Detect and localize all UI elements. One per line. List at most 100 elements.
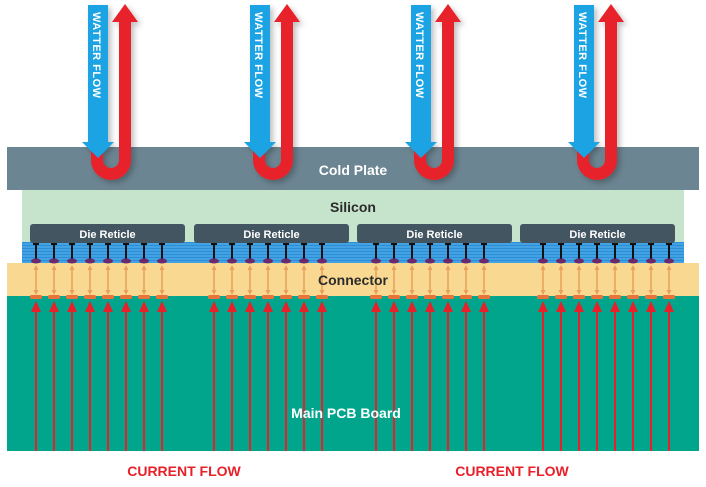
connector-pad xyxy=(406,295,418,299)
current-arrow xyxy=(425,301,435,451)
die-reticle-box xyxy=(520,224,675,243)
micro-bump xyxy=(479,243,489,264)
connector-pad xyxy=(280,295,292,299)
water-loop: WATTER FLOW xyxy=(568,4,624,180)
current-arrow xyxy=(443,301,453,451)
connector-pad xyxy=(30,295,42,299)
micro-bump xyxy=(121,243,131,264)
connector-links xyxy=(30,265,675,299)
micro-bump xyxy=(371,243,381,264)
connector-link xyxy=(627,265,639,299)
current-arrow xyxy=(227,301,237,451)
micro-bump xyxy=(538,243,548,264)
connector-link xyxy=(478,265,490,299)
connector-pad xyxy=(609,295,621,299)
connector-pad xyxy=(298,295,310,299)
connector-pad xyxy=(226,295,238,299)
micro-bump xyxy=(628,243,638,264)
water-in-pipe xyxy=(250,5,270,142)
connector-layer xyxy=(7,263,699,296)
silicon-label: Silicon xyxy=(330,199,376,215)
water-in-arrowhead xyxy=(82,142,114,158)
die-reticle-label: Die Reticle xyxy=(243,229,299,241)
micro-bump xyxy=(556,243,566,264)
current-arrow xyxy=(646,301,656,451)
current-arrow xyxy=(461,301,471,451)
die-reticle-box xyxy=(194,224,349,243)
current-arrow xyxy=(85,301,95,451)
micro-bump xyxy=(461,243,471,264)
current-arrow xyxy=(31,301,41,451)
connector-link xyxy=(226,265,238,299)
die-reticle: Die Reticle xyxy=(357,224,512,243)
connector-pad xyxy=(316,295,328,299)
connector-pad xyxy=(156,295,168,299)
current-arrow xyxy=(121,301,131,451)
water-loop: WATTER FLOW xyxy=(244,4,300,180)
water-out-pipe xyxy=(577,20,617,180)
micro-bump xyxy=(281,243,291,264)
current-arrow xyxy=(245,301,255,451)
interposer-band xyxy=(22,242,684,263)
water-in-arrowhead xyxy=(568,142,600,158)
micro-bump xyxy=(425,243,435,264)
micro-bump xyxy=(209,243,219,264)
micro-bump xyxy=(227,243,237,264)
connector-link xyxy=(316,265,328,299)
water-in-pipe xyxy=(88,5,108,142)
micro-bump xyxy=(139,243,149,264)
micro-bump xyxy=(31,243,41,264)
connector-link xyxy=(244,265,256,299)
connector-pad xyxy=(66,295,78,299)
water-out-arrowhead xyxy=(435,4,461,22)
micro-bump xyxy=(263,243,273,264)
micro-bump xyxy=(574,243,584,264)
connector-link xyxy=(138,265,150,299)
micro-bump xyxy=(646,243,656,264)
connector-link xyxy=(102,265,114,299)
die-reticle-box xyxy=(357,224,512,243)
die-reticle-label: Die Reticle xyxy=(79,229,135,241)
current-arrow xyxy=(49,301,59,451)
connector-pad xyxy=(627,295,639,299)
micro-bump xyxy=(299,243,309,264)
current-arrow xyxy=(538,301,548,451)
current-arrow xyxy=(389,301,399,451)
water-in-pipe xyxy=(411,5,431,142)
micro-bump xyxy=(389,243,399,264)
connector-link xyxy=(262,265,274,299)
current-arrow xyxy=(664,301,674,451)
water-flow-label: WATTER FLOW xyxy=(576,12,588,99)
connector-pad xyxy=(48,295,60,299)
current-flow-label-right: CURRENT FLOW xyxy=(455,463,569,479)
connector-pad xyxy=(120,295,132,299)
current-arrow xyxy=(209,301,219,451)
connector-pad xyxy=(388,295,400,299)
connector-link xyxy=(208,265,220,299)
connector-pad xyxy=(84,295,96,299)
connector-pad xyxy=(262,295,274,299)
water-out-pipe xyxy=(91,20,131,180)
micro-bump xyxy=(317,243,327,264)
connector-link xyxy=(30,265,42,299)
micro-bump xyxy=(85,243,95,264)
connector-link xyxy=(609,265,621,299)
current-arrow xyxy=(610,301,620,451)
connector-link xyxy=(442,265,454,299)
water-in-arrowhead xyxy=(405,142,437,158)
current-arrow xyxy=(371,301,381,451)
current-arrow xyxy=(317,301,327,451)
die-reticle-label: Die Reticle xyxy=(569,229,625,241)
connector-link xyxy=(370,265,382,299)
micro-bump xyxy=(49,243,59,264)
micro-bump xyxy=(664,243,674,264)
micro-bump xyxy=(610,243,620,264)
current-arrow xyxy=(479,301,489,451)
connector-pad xyxy=(555,295,567,299)
connector-link xyxy=(537,265,549,299)
connector-link xyxy=(460,265,472,299)
water-out-pipe xyxy=(253,20,293,180)
water-out-arrowhead xyxy=(598,4,624,22)
